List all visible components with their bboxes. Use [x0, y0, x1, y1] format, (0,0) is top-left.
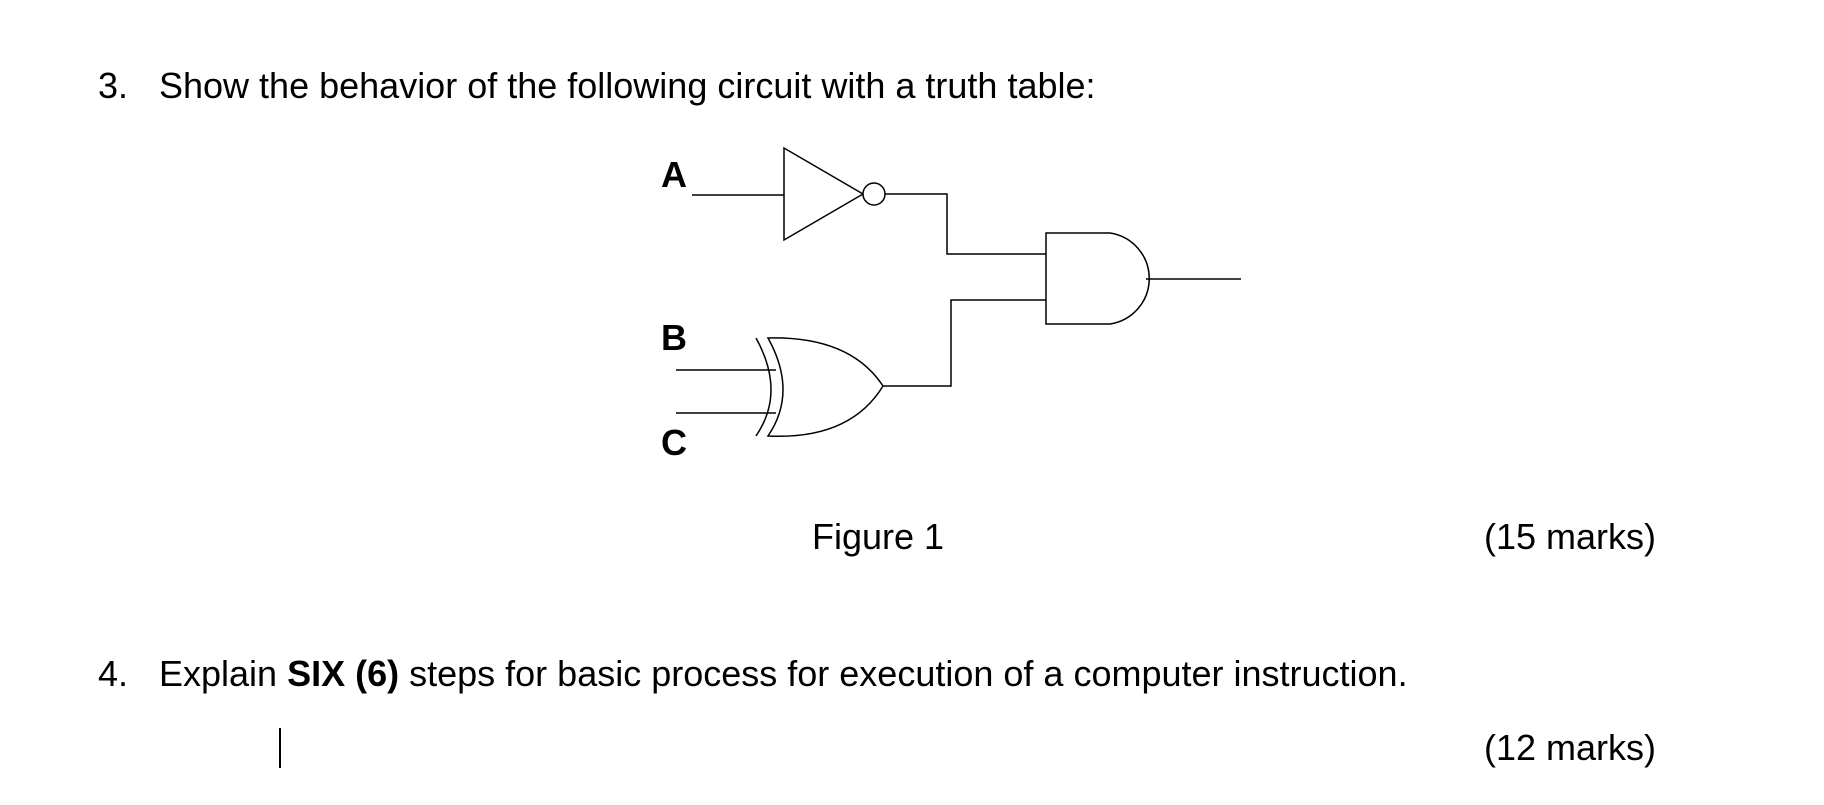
figure-caption: Figure 1 — [812, 516, 945, 557]
xor-gate — [755, 337, 884, 438]
question-4-text-bold: SIX (6) — [287, 653, 400, 694]
question-3-number: 3. — [98, 65, 129, 106]
input-b-label: B — [661, 317, 687, 358]
question-3: 3. Show the behavior of the following cir… — [98, 66, 1096, 106]
input-c-label: C — [661, 422, 687, 463]
not-gate — [783, 146, 865, 242]
not-gate-bubble — [862, 182, 886, 206]
question-4-text-after: steps for basic process for execution of… — [399, 653, 1408, 694]
question-4-marks: (12 marks) — [1484, 727, 1657, 768]
question-4: 4. Explain SIX (6) steps for basic proces… — [98, 654, 1408, 694]
wire-not-to-and — [885, 193, 1046, 255]
input-a-label: A — [661, 154, 687, 195]
and-gate — [1045, 232, 1150, 325]
text-cursor — [279, 728, 281, 768]
question-3-text: Show the behavior of the following circu… — [159, 65, 1096, 106]
question-4-text-before: Explain — [159, 653, 288, 694]
wire-xor-to-and — [883, 299, 1046, 387]
question-4-number: 4. — [98, 653, 129, 694]
question-3-marks: (15 marks) — [1484, 516, 1657, 557]
